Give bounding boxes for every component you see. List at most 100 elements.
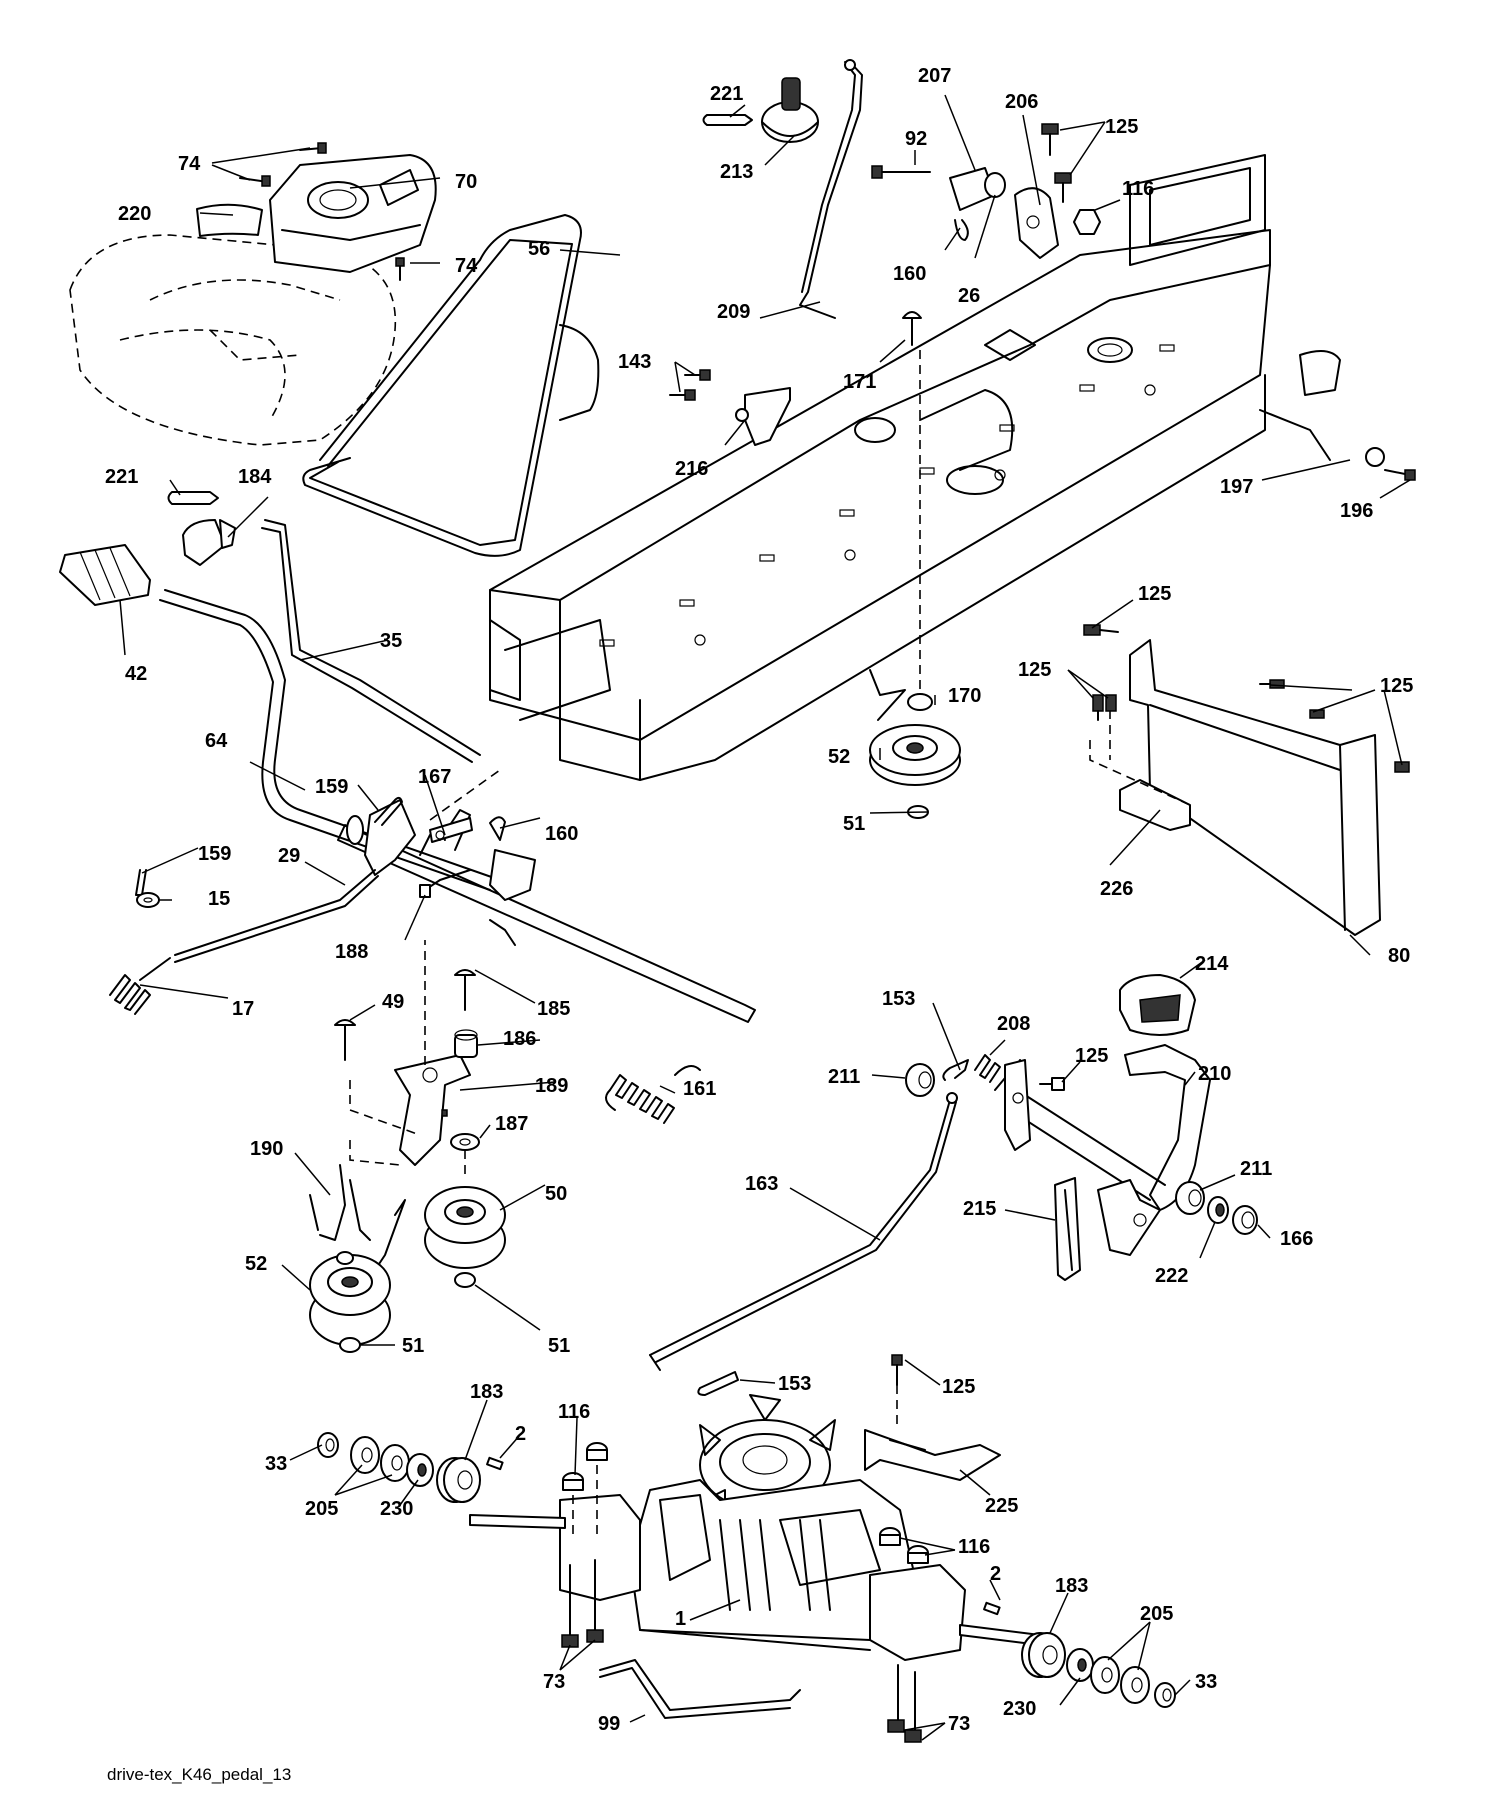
callout-159: 159 [315,776,348,798]
callout-26: 26 [958,285,980,307]
lift-rod-209 [799,59,863,319]
diagram-caption: drive-tex_K46_pedal_13 [107,1765,291,1784]
nuts-116-right [879,1527,929,1564]
bushing-211-left [905,1063,935,1097]
bolt-125-pedal [1039,1077,1065,1091]
bypass-rod-99 [599,1659,801,1719]
spacer-186 [454,1029,478,1058]
cable-rod-35 [261,519,481,763]
callout-73: 73 [948,1713,970,1735]
clip-153-transaxle [697,1371,739,1396]
callout-143: 143 [618,351,651,373]
washer-187 [450,1133,480,1151]
callout-52: 52 [828,746,850,768]
seat-cushion-220 [196,203,263,237]
key-2-right [983,1601,1001,1616]
callout-188: 188 [335,941,368,963]
clip-153-pedal [942,1059,969,1081]
transaxle-assembly [469,1394,1041,1661]
callout-207: 207 [918,65,951,87]
callout-189: 189 [535,1075,568,1097]
callout-2: 2 [990,1563,1001,1585]
callout-205: 205 [1140,1603,1173,1625]
nut-51-lower-left [339,1337,361,1353]
callout-221: 221 [710,83,743,105]
callout-153: 153 [778,1373,811,1395]
callout-209: 209 [717,301,750,323]
callout-35: 35 [380,630,402,652]
callout-205: 205 [305,1498,338,1520]
bolt-49 [334,1019,356,1061]
bolt-125-transaxle [891,1354,903,1430]
carriage-bolt-171 [902,311,922,700]
bushing-211-right [1175,1181,1205,1215]
callout-50: 50 [545,1183,567,1205]
washer-230-right [1066,1648,1094,1682]
callout-163: 163 [745,1173,778,1195]
washers-205-right [1090,1656,1150,1704]
callout-42: 42 [125,663,147,685]
lift-shaft-assembly [337,799,756,1023]
lift-knob-213 [761,77,819,143]
callout-160: 160 [545,823,578,845]
bolts-73-right [887,1664,922,1743]
seat-outline [69,234,397,446]
callout-220: 220 [118,203,151,225]
callout-187: 187 [495,1113,528,1135]
bearing-183-left [436,1457,481,1503]
callout-153: 153 [882,988,915,1010]
callout-185: 185 [537,998,570,1020]
callout-161: 161 [683,1078,716,1100]
callout-70: 70 [455,171,477,193]
knob-184 [182,519,236,566]
callout-226: 226 [1100,878,1133,900]
callout-92: 92 [905,128,927,150]
callout-49: 49 [382,991,404,1013]
fender-cover [269,154,437,273]
callout-33: 33 [1195,1671,1217,1693]
bracket-225 [864,1429,1001,1481]
callout-labels: 221 213 207 206 125 92 116 74 70 220 74 … [105,65,1413,1735]
callout-208: 208 [997,1013,1030,1035]
callout-216: 216 [675,458,708,480]
callout-125: 125 [1105,116,1138,138]
callout-51: 51 [402,1335,424,1357]
callout-171: 171 [843,371,876,393]
belt-shield-80 [1089,639,1381,936]
callout-125: 125 [942,1376,975,1398]
e-clip-33-right [1154,1682,1176,1708]
callout-170: 170 [948,685,981,707]
callout-183: 183 [470,1381,503,1403]
e-clip-33-left [317,1432,339,1458]
callout-211: 211 [1240,1158,1272,1180]
drive-belt [302,214,600,557]
callout-116: 116 [958,1536,990,1558]
callout-51: 51 [843,813,865,835]
hair-pin-clip-221-left [167,491,219,505]
callout-1: 1 [675,1608,686,1630]
callout-80: 80 [1388,945,1410,967]
callout-215: 215 [963,1198,996,1220]
control-rod-163 [649,1092,958,1371]
washer-15 [136,892,160,908]
callout-211: 211 [828,1066,860,1088]
callout-221: 221 [105,466,138,488]
callout-29: 29 [278,845,300,867]
clip-160-shaft [489,816,506,841]
callout-73: 73 [543,1671,565,1693]
nut-51-lower-mid [454,1272,476,1288]
spring-161 [605,1065,701,1124]
callout-125: 125 [1138,583,1171,605]
bearing-183-right [1021,1632,1066,1678]
cotter-pin-159-left [135,869,147,896]
callout-116: 116 [1122,178,1154,200]
lift-lever-rod-64 [159,589,501,891]
belt-guide-190 [309,1164,406,1271]
callout-99: 99 [598,1713,620,1735]
pedal-shaft [994,1059,1166,1201]
bracket-assembly-207 [871,165,1059,259]
handle-grip-42 [59,544,151,606]
callout-160: 160 [893,263,926,285]
callout-125: 125 [1075,1045,1108,1067]
idler-bracket-189 [349,940,471,1166]
